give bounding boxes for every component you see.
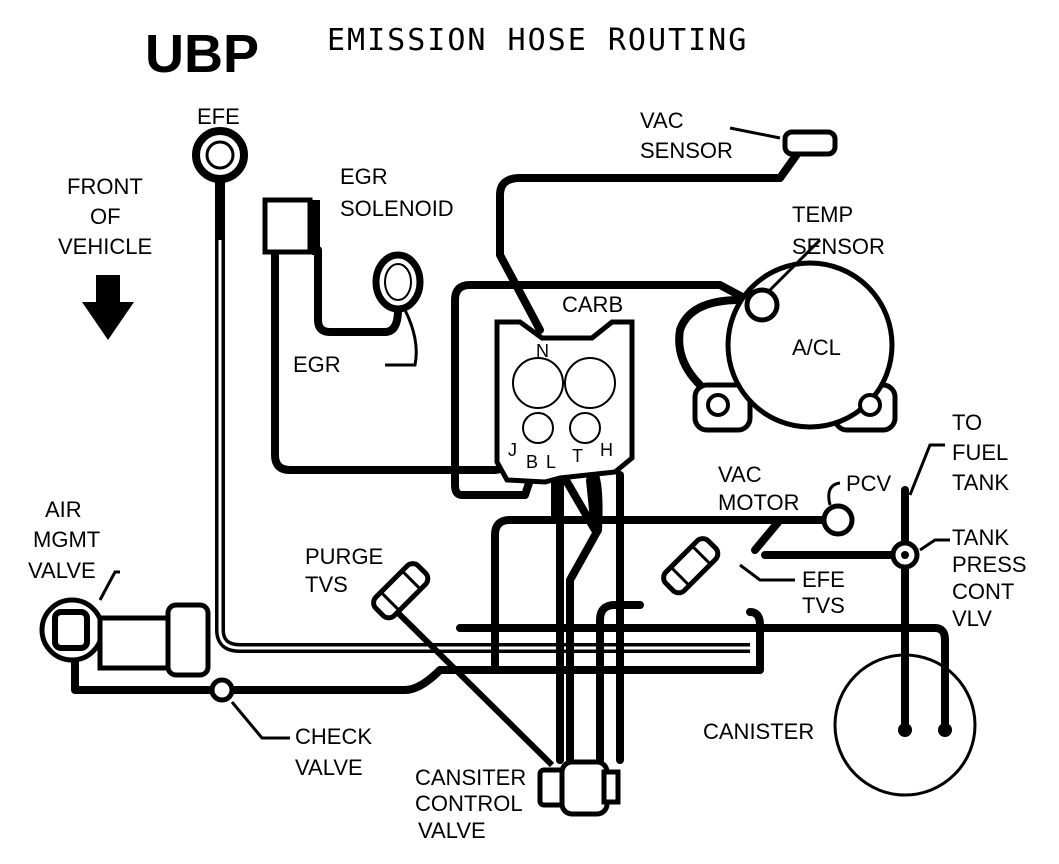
port-b: B bbox=[526, 452, 538, 472]
efe-heater bbox=[192, 127, 750, 653]
canister-control-valve bbox=[537, 759, 621, 817]
diagram-title: EMISSION HOSE ROUTING bbox=[327, 23, 748, 58]
label-egr: EGR bbox=[293, 352, 341, 377]
label-front: VEHICLE bbox=[58, 234, 152, 259]
label-vac-sensor: VAC bbox=[640, 108, 684, 133]
check-valve bbox=[209, 677, 235, 703]
engine-code: UBP bbox=[145, 24, 259, 84]
port-n: N bbox=[536, 341, 549, 361]
label-pcv: PCV bbox=[846, 471, 892, 496]
efe-tvs bbox=[661, 536, 721, 596]
port-l: L bbox=[546, 452, 556, 472]
label-purge-tvs: PURGE bbox=[305, 544, 383, 569]
purge-tvs bbox=[371, 561, 431, 621]
label-purge-tvs: TVS bbox=[305, 572, 348, 597]
air-cleaner bbox=[692, 260, 898, 433]
port-h: H bbox=[600, 440, 613, 460]
air-management-valve bbox=[39, 597, 211, 678]
temp-sensor bbox=[744, 287, 780, 323]
label-temp-sensor: TEMP bbox=[792, 202, 853, 227]
purge-line bbox=[382, 597, 555, 768]
vacuum-hoses bbox=[71, 146, 949, 764]
label-vac-sensor: SENSOR bbox=[640, 138, 733, 163]
label-air-mgmt: AIR bbox=[45, 497, 82, 522]
label-to-fuel-tank: FUEL bbox=[952, 440, 1008, 465]
label-canister-control: CONTROL bbox=[415, 791, 523, 816]
label-air-mgmt: MGMT bbox=[33, 527, 100, 552]
label-canister-control: CANSITER bbox=[415, 765, 526, 790]
label-to-fuel-tank: TANK bbox=[952, 470, 1009, 495]
label-to-fuel-tank: TO bbox=[952, 410, 982, 435]
label-front: FRONT bbox=[67, 174, 143, 199]
canister bbox=[833, 653, 977, 797]
label-acl: A/CL bbox=[792, 335, 841, 360]
port-t: T bbox=[572, 446, 583, 466]
label-front: OF bbox=[90, 204, 121, 229]
label-tank-press: CONT bbox=[952, 579, 1014, 604]
label-tank-press: VLV bbox=[952, 606, 992, 631]
label-efe-tvs: EFE bbox=[802, 567, 845, 592]
label-vac-motor: VAC bbox=[718, 462, 762, 487]
label-canister-control: VALVE bbox=[418, 818, 486, 843]
label-canister: CANISTER bbox=[703, 719, 814, 744]
label-temp-sensor: SENSOR bbox=[792, 234, 885, 259]
label-vac-motor: MOTOR bbox=[718, 490, 799, 515]
front-arrow-icon bbox=[82, 275, 134, 340]
label-check-valve: VALVE bbox=[295, 755, 363, 780]
egr-solenoid bbox=[262, 197, 313, 255]
label-efe-tvs: TVS bbox=[802, 593, 845, 618]
label-tank-press: PRESS bbox=[952, 552, 1027, 577]
vac-sensor bbox=[782, 129, 838, 157]
label-egr-solenoid: EGR bbox=[340, 164, 388, 189]
label-carb: CARB bbox=[562, 292, 623, 317]
pcv-valve bbox=[821, 503, 855, 537]
label-air-mgmt: VALVE bbox=[28, 558, 96, 583]
label-efe: EFE bbox=[197, 104, 240, 129]
label-egr-solenoid: SOLENOID bbox=[340, 196, 454, 221]
label-check-valve: CHECK bbox=[295, 724, 372, 749]
carburetor bbox=[494, 319, 635, 485]
label-tank-press: TANK bbox=[952, 525, 1009, 550]
port-j: J bbox=[508, 440, 517, 460]
